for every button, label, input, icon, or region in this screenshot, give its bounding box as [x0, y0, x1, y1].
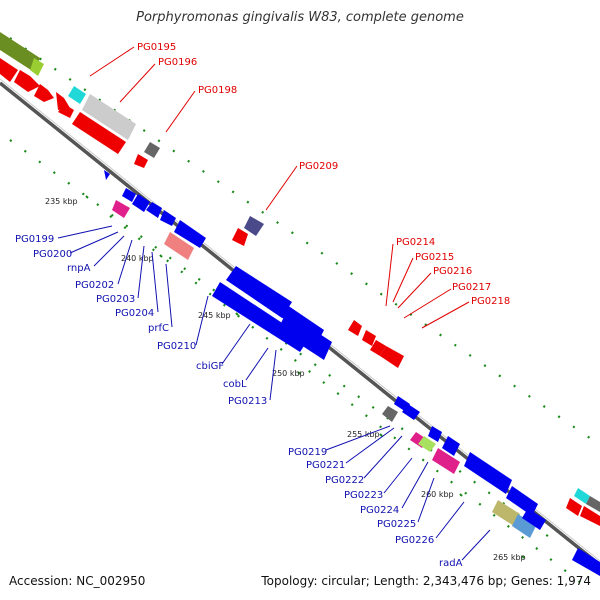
gene-label-PG0210: PG0210 [157, 341, 196, 352]
kbp-labels: 235 kbp 240 kbp 245 kbp 250 kbp 255 kbp … [45, 197, 526, 562]
gene-red[interactable] [580, 506, 600, 526]
gene-label-PG0223: PG0223 [344, 490, 383, 501]
gene-label-PG0215: PG0215 [415, 252, 454, 263]
gene-red[interactable] [0, 58, 18, 82]
gene-steelblue[interactable] [512, 514, 536, 538]
gene-red[interactable] [362, 330, 376, 346]
gene-label-PG0218: PG0218 [471, 296, 510, 307]
gene-label-PG0219: PG0219 [288, 447, 327, 458]
gene-magenta[interactable] [112, 200, 130, 218]
gene-lightgray[interactable] [82, 94, 136, 140]
tick-label: 255 kbp [347, 430, 380, 439]
gene-red[interactable] [34, 84, 54, 102]
gene-olive[interactable] [0, 32, 40, 72]
gene-khaki[interactable] [492, 500, 520, 526]
tick-label: 240 kbp [121, 254, 154, 263]
gene-blue[interactable] [428, 426, 442, 442]
gene-blue[interactable] [146, 202, 162, 218]
gene-label-PG0202: PG0202 [75, 280, 114, 291]
gene-red[interactable] [370, 340, 386, 356]
map-title: Porphyromonas gingivalis W83, complete g… [136, 10, 464, 25]
gene-label-prfC: prfC [148, 323, 169, 334]
gene-label-PG0216: PG0216 [433, 266, 472, 277]
tick-label: 245 kbp [198, 311, 231, 320]
gene-cyan[interactable] [574, 488, 590, 504]
gene-label-cobL: cobL [223, 379, 247, 390]
gene-blue[interactable] [506, 486, 538, 516]
gene-salmon[interactable] [164, 232, 194, 260]
gene-magenta[interactable] [432, 448, 460, 474]
red-labels: PG0195 PG0196 PG0198 PG0209 PG0214 PG021… [137, 42, 510, 307]
gene-lime[interactable] [418, 436, 436, 452]
gene-blue[interactable] [442, 436, 460, 456]
gene-blue[interactable] [212, 282, 308, 352]
gene-darkslate[interactable] [244, 216, 264, 236]
gene-red[interactable] [566, 498, 582, 516]
gene-label-PG0222: PG0222 [325, 475, 364, 486]
dotted-ring-outer [9, 37, 600, 591]
gene-label-rnpA: rnpA [67, 263, 91, 274]
gene-blue[interactable] [132, 194, 150, 212]
gene-label-PG0198: PG0198 [198, 85, 237, 96]
gene-label-PG0195: PG0195 [137, 42, 176, 53]
gene-label-PG0199: PG0199 [15, 234, 54, 245]
gene-red[interactable] [348, 320, 362, 336]
blue-leader-lines [57, 225, 491, 561]
gene-blue[interactable] [104, 170, 110, 180]
gene-red[interactable] [380, 346, 404, 368]
blue-labels: PG0199 PG0200 rnpA PG0202 PG0203 PG0204 … [15, 234, 463, 569]
gene-label-PG0217: PG0217 [452, 282, 491, 293]
gene-red[interactable] [232, 228, 248, 246]
gene-gray[interactable] [586, 496, 600, 512]
gene-label-PG0209: PG0209 [299, 161, 338, 172]
gene-label-cbiGF: cbiGF [196, 361, 224, 372]
gene-gray[interactable] [144, 142, 160, 158]
gene-blue[interactable] [522, 508, 546, 530]
gene-gray[interactable] [382, 406, 398, 422]
gene-label-PG0225: PG0225 [377, 519, 416, 530]
gene-label-PG0203: PG0203 [96, 294, 135, 305]
gene-blue[interactable] [160, 210, 176, 226]
topology-text: Topology: circular; Length: 2,343,476 bp… [261, 574, 591, 588]
gene-blue[interactable] [278, 312, 332, 360]
red-leader-lines [89, 46, 470, 329]
gene-label-PG0226: PG0226 [395, 535, 434, 546]
reverse-strand-features [0, 32, 600, 526]
gene-label-PG0200: PG0200 [33, 249, 72, 260]
gene-label-radA: radA [439, 558, 463, 569]
gene-blue[interactable] [402, 404, 420, 420]
tick-label: 250 kbp [272, 369, 305, 378]
gene-blue[interactable] [572, 548, 600, 576]
gene-red[interactable] [72, 112, 126, 154]
tick-label: 235 kbp [45, 197, 78, 206]
gene-label-PG0196: PG0196 [158, 57, 197, 68]
kbp-ticks [85, 195, 525, 559]
gene-label-PG0224: PG0224 [360, 505, 399, 516]
tick-label: 265 kbp [493, 553, 526, 562]
gene-red[interactable] [58, 104, 74, 118]
forward-strand-features [104, 170, 600, 576]
gene-blue[interactable] [122, 188, 136, 202]
gene-blue[interactable] [464, 452, 512, 494]
gene-red[interactable] [134, 154, 148, 168]
gene-label-PG0214: PG0214 [396, 237, 435, 248]
gene-olive-light[interactable] [30, 58, 44, 76]
gene-label-PG0213: PG0213 [228, 396, 267, 407]
gene-cyan[interactable] [68, 86, 86, 104]
gene-red[interactable] [14, 70, 40, 92]
tick-label: 260 kbp [421, 490, 454, 499]
gene-blue[interactable] [174, 220, 206, 248]
gene-label-PG0204: PG0204 [115, 308, 154, 319]
accession-text: Accession: NC_002950 [9, 574, 146, 588]
gene-label-PG0221: PG0221 [306, 460, 345, 471]
